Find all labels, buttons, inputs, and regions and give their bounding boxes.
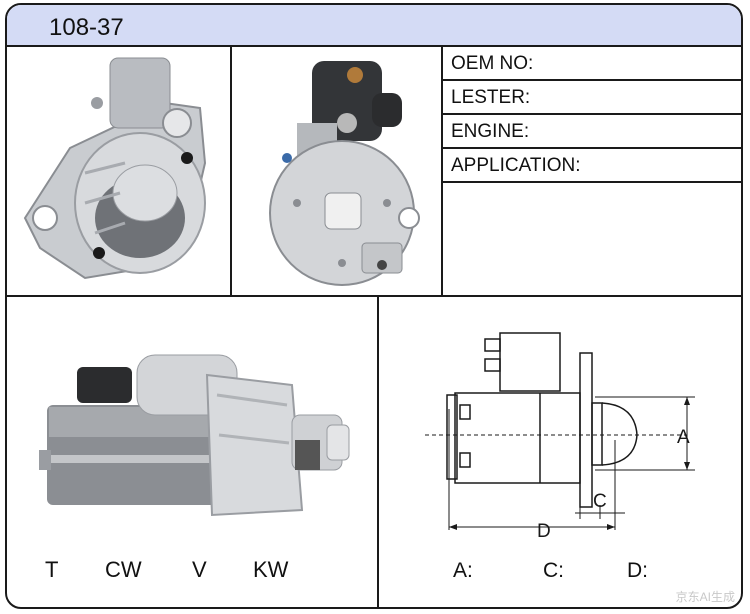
- grid-divider: [7, 295, 741, 297]
- title-bar: 108-37: [7, 5, 741, 47]
- product-spec-sheet: 108-37: [5, 3, 743, 609]
- part-number-title: 108-37: [49, 14, 124, 41]
- grid-divider: [441, 47, 443, 297]
- dim-c-label: C: [593, 491, 607, 512]
- watermark-text: 京东AI生成: [675, 590, 735, 604]
- spec-torque: T: [45, 557, 59, 582]
- dim-a-label: A: [677, 427, 690, 448]
- dimension-c-field: C:: [543, 559, 564, 582]
- spec-rotation: CW: [105, 557, 142, 582]
- spec-power: KW: [253, 557, 289, 582]
- oem-no-label: OEM NO:: [451, 53, 534, 74]
- lester-field: LESTER:: [443, 81, 741, 115]
- grid-divider: [230, 47, 232, 297]
- dimension-drawing: A C D: [385, 305, 741, 550]
- dim-d-label: D: [537, 521, 551, 542]
- dimension-a-field: A:: [453, 559, 473, 582]
- grid-divider: [377, 297, 379, 607]
- application-field: APPLICATION:: [443, 149, 741, 183]
- lester-label: LESTER:: [451, 87, 531, 108]
- engine-label: ENGINE:: [451, 121, 530, 142]
- engine-field: ENGINE:: [443, 115, 741, 149]
- oem-no-field: OEM NO:: [443, 47, 741, 81]
- starter-front-view-image: [15, 53, 225, 291]
- starter-side-view-image: [27, 335, 357, 525]
- starter-rear-view-image: [237, 53, 437, 291]
- dimension-d-field: D:: [627, 559, 648, 582]
- spec-voltage: V: [192, 557, 207, 582]
- application-label: APPLICATION:: [451, 155, 581, 176]
